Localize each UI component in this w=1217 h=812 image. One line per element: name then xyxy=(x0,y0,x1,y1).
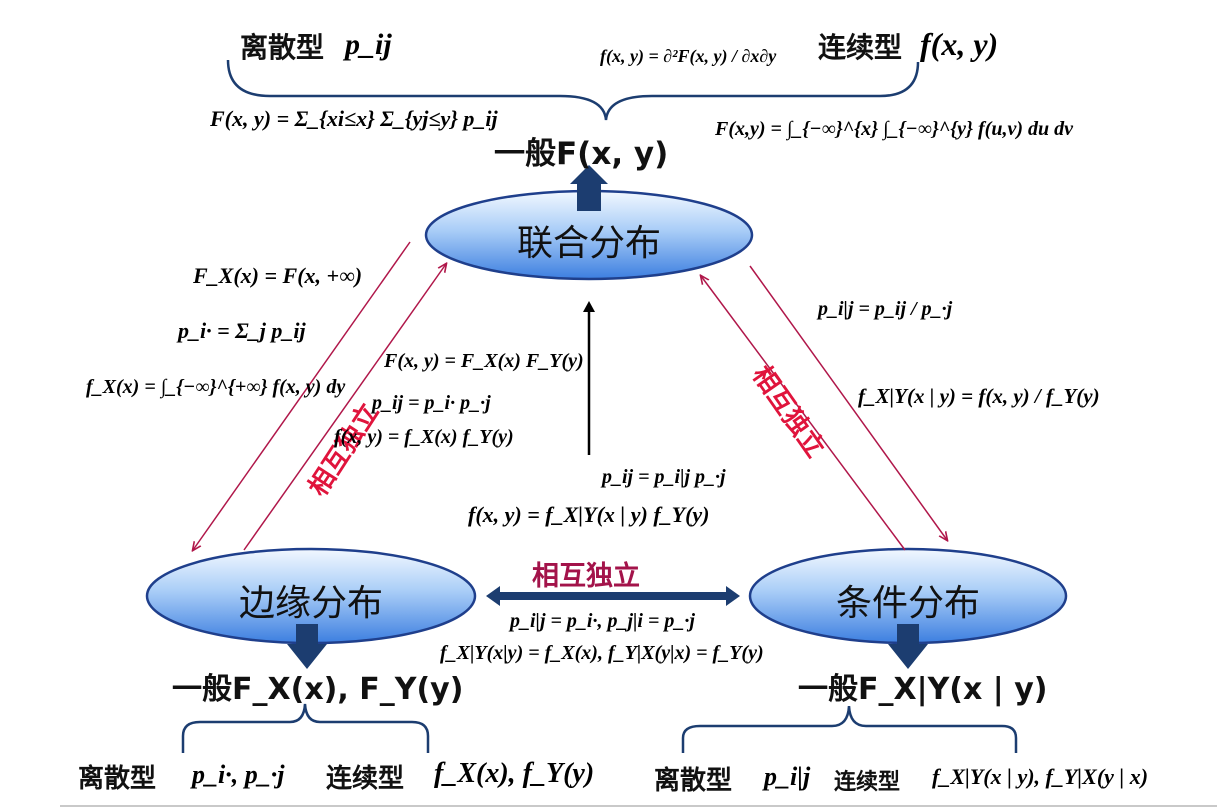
top-continuous-label: 连续型 xyxy=(818,31,903,64)
conditional-discrete-label: 离散型 xyxy=(654,766,733,796)
marginal-pdf-formula: f_X(x) = ∫_{−∞}^{+∞} f(x, y) dy xyxy=(86,376,346,398)
conditional-general-cdf: 一般F_X|Y(x | y) xyxy=(798,672,1048,707)
marginal-discrete-symbol: p_i·, p_·j xyxy=(192,760,285,789)
conditional-pmf-formula: p_i|j = p_ij / p_·j xyxy=(818,298,953,320)
conditional-discrete-symbol: p_i|j xyxy=(764,762,811,791)
independent-conditional-pdf: f_X|Y(x|y) = f_X(x), f_Y|X(y|x) = f_Y(y) xyxy=(440,642,764,664)
joint-distribution-label: 联合分布 xyxy=(516,223,661,264)
marginal-continuous-symbol: f_X(x), f_Y(y) xyxy=(434,758,595,789)
bottom-right-brace xyxy=(681,705,1018,753)
indep-pdf-formula: f(x, y) = f_X(x) f_Y(y) xyxy=(334,426,514,448)
independent-conditional-pmf: p_i|j = p_i·, p_j|i = p_·j xyxy=(510,610,695,632)
conditional-to-joint-arrow xyxy=(701,276,906,551)
top-discrete-symbol: p_ij xyxy=(345,28,392,61)
joint-to-marginal-arrow xyxy=(193,241,411,550)
marginal-continuous-label: 连续型 xyxy=(326,764,405,794)
marginal-discrete-label: 离散型 xyxy=(78,764,157,794)
double-horizontal-arrow xyxy=(486,586,740,606)
indep-cdf-formula: F(x, y) = F_X(x) F_Y(y) xyxy=(384,350,584,372)
joint-to-conditional-arrow xyxy=(749,265,947,540)
top-continuous-cdf: F(x,y) = ∫_{−∞}^{x} ∫_{−∞}^{y} f(u,v) du… xyxy=(715,118,1073,140)
bottom-left-brace xyxy=(181,703,430,753)
marginal-to-joint-arrow xyxy=(243,264,446,551)
conditional-continuous-label: 连续型 xyxy=(834,770,901,795)
top-continuous-symbol: f(x, y) xyxy=(920,26,999,62)
conditional-pdf-formula: f_X|Y(x | y) = f(x, y) / f_Y(y) xyxy=(858,384,1100,408)
multiplication-pmf-formula: p_ij = p_i|j p_·j xyxy=(602,466,726,488)
top-discrete-label: 离散型 xyxy=(240,31,325,64)
top-brace xyxy=(226,59,920,121)
middle-independent-label: 相互独立 xyxy=(532,561,640,592)
indep-pmf-formula: p_ij = p_i· p_·j xyxy=(372,392,491,414)
marginal-down-block-arrow xyxy=(287,624,327,669)
up-block-arrow xyxy=(570,165,608,211)
top-general-cdf: 一般F(x, y) xyxy=(494,136,669,172)
marginal-distribution-label: 边缘分布 xyxy=(238,583,383,624)
top-density-formula: f(x, y) = ∂²F(x, y) / ∂x∂y xyxy=(600,46,777,66)
multiplication-pdf-formula: f(x, y) = f_X|Y(x | y) f_Y(y) xyxy=(468,502,710,527)
marginal-cdf-formula: F_X(x) = F(x, +∞) xyxy=(193,263,363,288)
conditional-distribution-label: 条件分布 xyxy=(835,583,980,624)
top-discrete-cdf: F(x, y) = Σ_{xi≤x} Σ_{yj≤y} p_ij xyxy=(210,106,498,131)
marginal-general-cdf: 一般F_X(x), F_Y(y) xyxy=(172,672,464,707)
marginal-pmf-formula: p_i· = Σ_j p_ij xyxy=(178,318,306,343)
conditional-continuous-symbol: f_X|Y(x | y), f_Y|X(y | x) xyxy=(932,764,1149,789)
conditional-down-block-arrow xyxy=(888,624,928,669)
